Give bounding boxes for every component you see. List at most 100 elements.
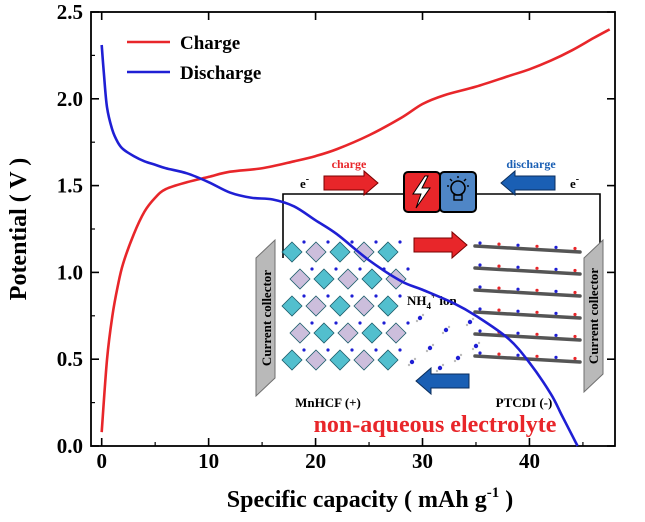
ptcdi-atom xyxy=(497,308,501,312)
ion xyxy=(437,365,443,371)
ion-label-subscript: 4 xyxy=(427,301,432,311)
series-line-charge xyxy=(100,28,611,433)
ion-hydrogen xyxy=(441,363,445,367)
ptcdi-atom xyxy=(497,352,501,356)
ptcdi-atom xyxy=(497,264,501,268)
ptcdi-atom xyxy=(535,332,539,336)
crystal-atom xyxy=(334,321,338,325)
charge-label: charge xyxy=(332,157,367,171)
crystal-octahedron xyxy=(305,295,327,317)
x-tick-label: 40 xyxy=(519,449,540,473)
ammonium-ions xyxy=(407,313,481,373)
ion-hydrogen xyxy=(421,313,425,317)
crystal-octahedron xyxy=(385,322,407,344)
ptcdi-atom xyxy=(535,266,539,270)
crystal-octahedron xyxy=(353,295,375,317)
crystal-octahedron xyxy=(289,322,311,344)
ptcdi-atom xyxy=(478,307,482,311)
ptcdi-molecule xyxy=(473,244,582,254)
crystal-octahedron xyxy=(353,241,375,263)
ptcdi-atom xyxy=(554,267,558,271)
discharge-label: discharge xyxy=(506,157,556,171)
crystal-octahedron xyxy=(281,295,303,317)
crystal-octahedron xyxy=(329,349,351,371)
crystal-octahedron xyxy=(281,241,303,263)
lightbulb-icon xyxy=(447,176,469,201)
ptcdi-atom xyxy=(573,290,577,295)
ion-discharge-arrow xyxy=(415,366,470,396)
legend: Charge Discharge xyxy=(127,33,261,84)
ion-hydrogen xyxy=(425,349,429,353)
ptcdi-atom xyxy=(573,268,577,273)
ptcdi-atom xyxy=(554,289,558,293)
crystal-octahedron xyxy=(289,268,311,290)
ptcdi-atom xyxy=(535,310,539,314)
crystal-atom xyxy=(326,348,330,352)
y-tick-label: 0.0 xyxy=(57,434,83,458)
ptcdi-molecule xyxy=(473,288,582,298)
battery-schematic-inset: charge discharge e- e- Current collector xyxy=(255,157,604,438)
x-axis-title-sup: -1 xyxy=(487,485,500,501)
legend-discharge-label: Discharge xyxy=(180,63,261,84)
crystal-octahedron xyxy=(361,322,383,344)
ion xyxy=(427,345,433,351)
ptcdi-atom xyxy=(478,241,482,245)
crystal-atom xyxy=(406,267,410,271)
ptcdi-atom xyxy=(497,242,501,246)
x-axis-title: Specific capacity ( mAh g-1 ) xyxy=(227,485,513,513)
x-axis-title-main: Specific capacity ( mAh g xyxy=(227,487,487,513)
crystal-atom xyxy=(350,240,354,244)
legend-charge-label: Charge xyxy=(180,33,240,54)
crystal-atom xyxy=(358,267,362,271)
ptcdi-atom xyxy=(478,263,482,267)
ion-hydrogen xyxy=(459,353,463,357)
crystal-octahedron xyxy=(377,295,399,317)
ptcdi-atom xyxy=(535,288,539,292)
crystal-atom xyxy=(302,348,306,352)
y-tick-label: 2.0 xyxy=(57,87,83,111)
ion xyxy=(467,319,473,325)
crystal-atom xyxy=(398,240,402,244)
crystal-octahedron xyxy=(377,349,399,371)
crystal-octahedron xyxy=(353,349,375,371)
x-tick-label: 0 xyxy=(96,449,107,473)
ptcdi-atom xyxy=(516,287,520,291)
crystal-octahedron xyxy=(337,268,359,290)
crystal-atom xyxy=(310,321,314,325)
crystal-atom xyxy=(382,321,386,325)
crystal-atom xyxy=(406,321,410,325)
electron-right-label: e- xyxy=(570,174,579,191)
crystal-atom xyxy=(326,294,330,298)
ptcdi-atom xyxy=(516,265,520,269)
ptcdi-molecule xyxy=(473,310,582,320)
current-collector-left xyxy=(255,238,276,398)
ion-hydrogen xyxy=(415,319,419,323)
ptcdi-atom xyxy=(573,246,577,251)
electrolyte-label: non-aqueous electrolyte xyxy=(314,412,557,438)
ptcdi-molecular-stacks xyxy=(473,241,582,364)
ptcdi-molecule xyxy=(473,266,582,276)
ion-hydrogen xyxy=(441,331,445,335)
ion-charge-arrow xyxy=(413,230,468,260)
ptcdi-atom xyxy=(478,351,482,355)
crystal-atom xyxy=(398,294,402,298)
ion-hydrogen xyxy=(465,323,469,327)
bulb-box xyxy=(439,171,477,213)
ion-label-charge: + xyxy=(431,291,436,301)
ion xyxy=(473,343,479,349)
crystal-octahedron xyxy=(313,322,335,344)
mnhcf-crystal-structure xyxy=(281,240,410,371)
ion-hydrogen xyxy=(413,357,417,361)
ptcdi-atom xyxy=(497,286,501,290)
crystal-octahedron xyxy=(281,349,303,371)
crystal-octahedron xyxy=(337,322,359,344)
current-collector-right-label: Current collector xyxy=(586,268,601,364)
electron-right-charge: - xyxy=(576,174,579,185)
anode-label: PTCDI (-) xyxy=(496,395,553,410)
crystal-atom xyxy=(350,294,354,298)
lightning-icon xyxy=(412,175,431,209)
ion-hydrogen xyxy=(431,343,435,347)
ion-label-formula: NH xyxy=(407,293,427,308)
crystal-octahedron xyxy=(377,241,399,263)
